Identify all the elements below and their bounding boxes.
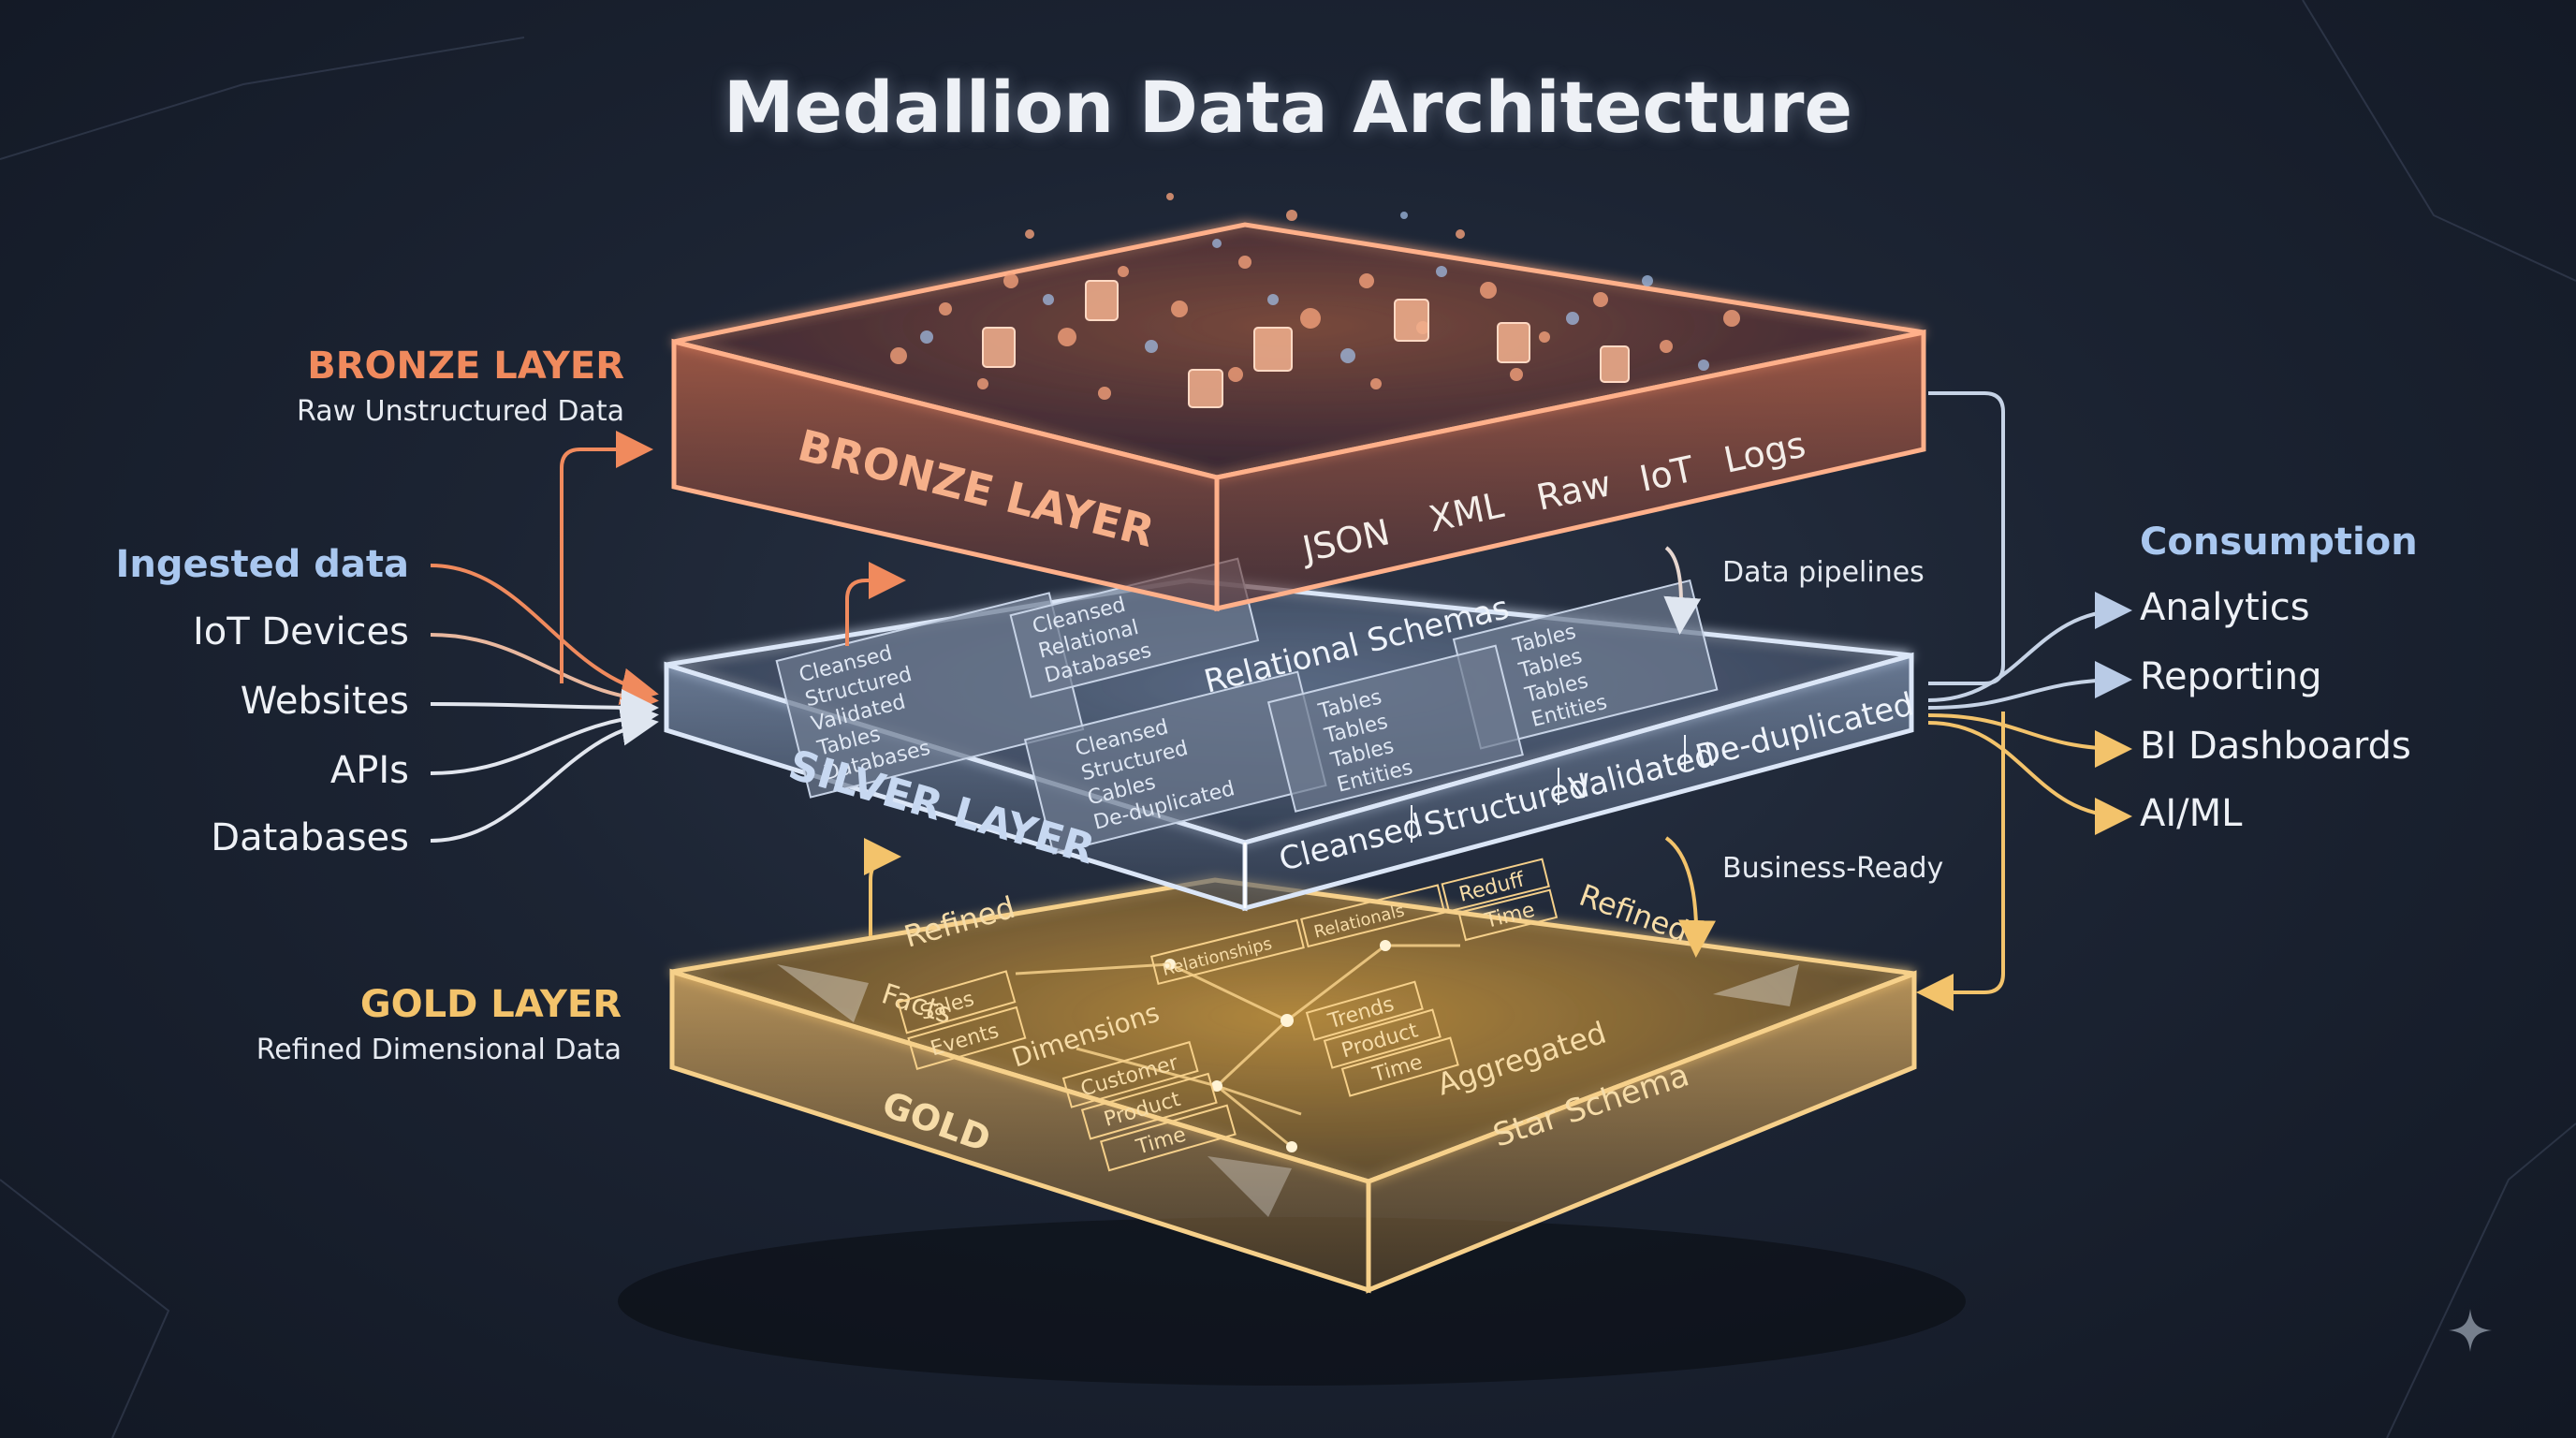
consumption-item: Reporting bbox=[2140, 655, 2322, 698]
gold-right-loop bbox=[1916, 712, 2005, 1011]
page-title: Medallion Data Architecture bbox=[723, 66, 1853, 149]
pipelines-arrow bbox=[1663, 546, 1702, 635]
pipelines-label: Data pipelines bbox=[1722, 556, 1925, 589]
bronze-ingest-arrow bbox=[560, 431, 653, 683]
gold-refined-arrow bbox=[863, 838, 901, 936]
business-ready-arrow bbox=[1664, 836, 1716, 958]
silver-to-bronze-arrow bbox=[845, 562, 906, 646]
source-connectors bbox=[430, 564, 659, 843]
business-ready-label: Business-Ready bbox=[1722, 852, 1944, 885]
consumption-heading: Consumption bbox=[2140, 521, 2418, 564]
bronze-subtitle: Raw Unstructured Data bbox=[297, 395, 624, 428]
source-item: IoT Devices bbox=[192, 610, 409, 653]
source-item: Databases bbox=[211, 816, 409, 859]
gold-subtitle: Refined Dimensional Data bbox=[256, 1034, 622, 1066]
silver-cards: Cleansed Structured Validated Tables Dat… bbox=[775, 557, 1719, 855]
consumption-item: BI Dashboards bbox=[2140, 725, 2411, 768]
source-item: Websites bbox=[240, 680, 409, 723]
consumption-item: AI/ML bbox=[2140, 792, 2243, 835]
bronze-tray bbox=[671, 222, 1926, 612]
gold-tray bbox=[618, 877, 1966, 1386]
bronze-right-loop bbox=[1928, 391, 2005, 685]
consumption-item: Analytics bbox=[2140, 586, 2310, 629]
consumption-connectors bbox=[1927, 592, 2132, 835]
bronze-heading: BRONZE LAYER bbox=[307, 345, 624, 388]
sparkle-icon bbox=[2449, 1309, 2492, 1352]
source-item: APIs bbox=[329, 749, 409, 792]
sources-heading: Ingested data bbox=[115, 543, 409, 586]
bronze-data-particles bbox=[890, 193, 1740, 408]
gold-heading: GOLD LAYER bbox=[359, 983, 622, 1026]
